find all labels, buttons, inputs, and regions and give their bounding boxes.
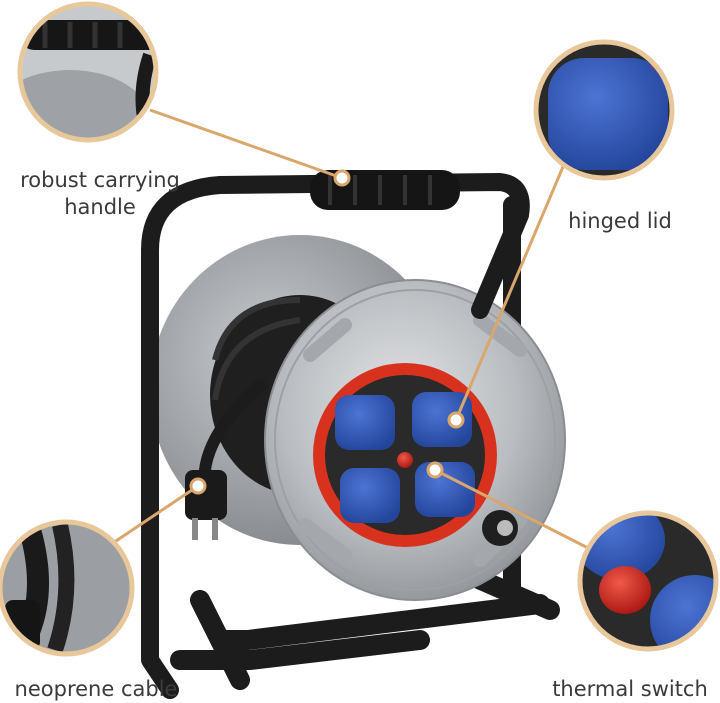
handle-label-line2: handle: [64, 195, 136, 219]
socket-lid-4: [415, 462, 475, 517]
neoprene-cable-zoom-callout: [0, 519, 135, 657]
thermal-switch-zoom-callout: [577, 510, 719, 652]
thermal-switch-button: [397, 452, 413, 468]
lid-marker: [447, 411, 465, 429]
socket-lid-3: [340, 468, 400, 523]
handle-marker: [333, 169, 351, 187]
socket-panel: [313, 363, 497, 547]
handle-zoom-callout: [17, 1, 159, 143]
hinged-lid-zoom-callout: [533, 39, 675, 181]
thermal-callout-label: thermal switch: [552, 677, 708, 701]
lid-callout-label: hinged lid: [568, 209, 672, 233]
handle-label-line1: robust carrying: [20, 168, 180, 192]
handle-callout-label: robust carrying handle: [0, 167, 200, 221]
frame-front: [141, 173, 530, 699]
socket-lid-2: [412, 392, 472, 447]
socket-lid-1: [335, 395, 395, 450]
cable-callout-label: neoprene cable: [14, 677, 178, 701]
thermal-marker: [426, 461, 444, 479]
cable-marker: [189, 477, 207, 495]
callout-lines: [109, 108, 589, 550]
